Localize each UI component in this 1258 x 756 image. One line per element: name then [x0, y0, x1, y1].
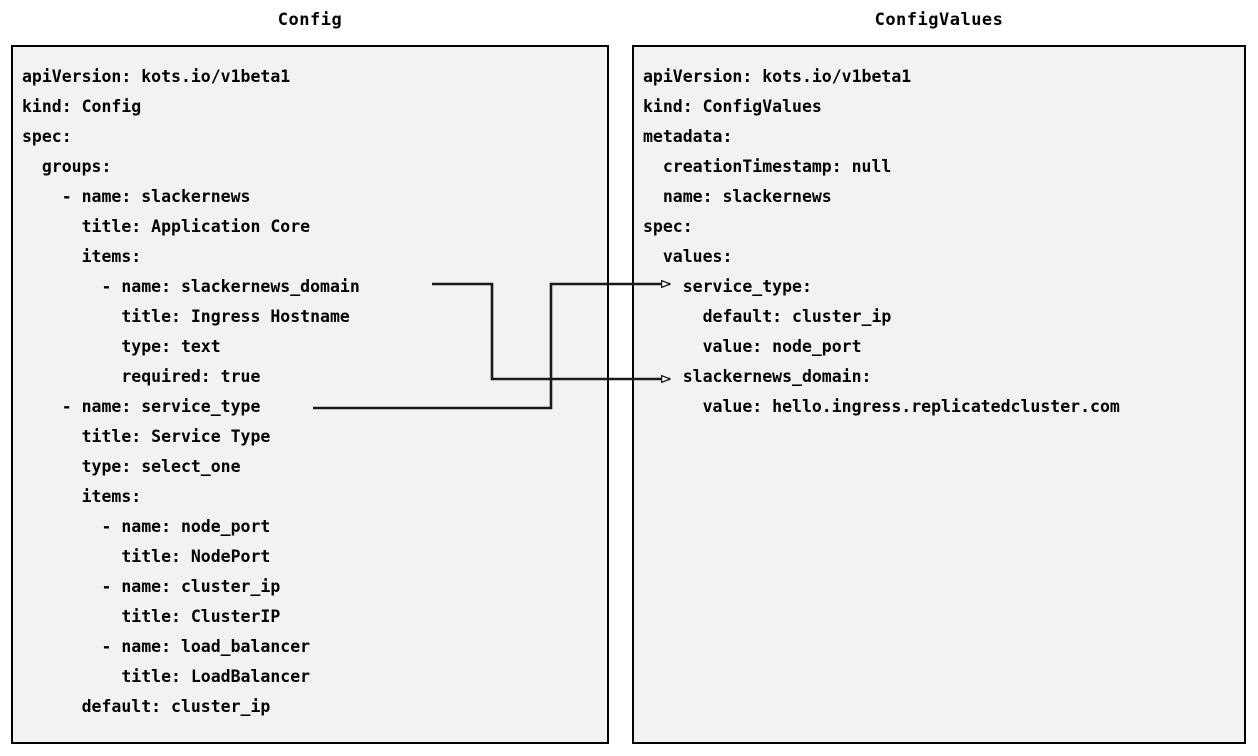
yaml-line: - name: node_port — [22, 517, 271, 536]
yaml-line: title: ClusterIP — [22, 607, 281, 626]
yaml-line: required: true — [22, 367, 261, 386]
yaml-line: apiVersion: kots.io/v1beta1 — [643, 67, 912, 86]
config-yaml-block: apiVersion: kots.io/v1beta1 kind: Config s… — [22, 62, 360, 722]
yaml-line: spec: — [22, 127, 72, 146]
configvalues-yaml-block: apiVersion: kots.io/v1beta1 kind: ConfigV… — [643, 62, 1120, 422]
yaml-line: apiVersion: kots.io/v1beta1 — [22, 67, 291, 86]
yaml-line: slackernews_domain: — [643, 367, 872, 386]
yaml-line: - name: cluster_ip — [22, 577, 281, 596]
yaml-line: service_type: — [643, 277, 812, 296]
yaml-line: name: slackernews — [643, 187, 832, 206]
yaml-line: creationTimestamp: null — [643, 157, 892, 176]
yaml-line: title: LoadBalancer — [22, 667, 311, 686]
yaml-line: - name: slackernews_domain — [22, 277, 360, 296]
yaml-line: default: cluster_ip — [22, 697, 271, 716]
configvalues-panel: apiVersion: kots.io/v1beta1 kind: ConfigV… — [632, 45, 1246, 744]
yaml-line: items: — [22, 247, 142, 266]
yaml-line: kind: Config — [22, 97, 142, 116]
yaml-line: spec: — [643, 217, 693, 236]
yaml-line: kind: ConfigValues — [643, 97, 822, 116]
yaml-line: title: Service Type — [22, 427, 271, 446]
yaml-line: - name: slackernews — [22, 187, 251, 206]
yaml-line: values: — [643, 247, 733, 266]
yaml-line: - name: load_balancer — [22, 637, 311, 656]
yaml-line: value: node_port — [643, 337, 862, 356]
yaml-line: - name: service_type — [22, 397, 261, 416]
yaml-line: metadata: — [643, 127, 733, 146]
yaml-line: title: Application Core — [22, 217, 311, 236]
panel-title-config: Config — [277, 10, 343, 30]
yaml-line: title: Ingress Hostname — [22, 307, 350, 326]
config-panel: apiVersion: kots.io/v1beta1 kind: Config s… — [11, 45, 609, 744]
yaml-line: type: select_one — [22, 457, 241, 476]
yaml-line: value: hello.ingress.replicatedcluster.c… — [643, 397, 1120, 416]
panel-title-configvalues: ConfigValues — [874, 10, 1004, 30]
yaml-line: type: text — [22, 337, 221, 356]
yaml-line: default: cluster_ip — [643, 307, 892, 326]
yaml-line: groups: — [22, 157, 112, 176]
yaml-line: title: NodePort — [22, 547, 271, 566]
yaml-line: items: — [22, 487, 142, 506]
